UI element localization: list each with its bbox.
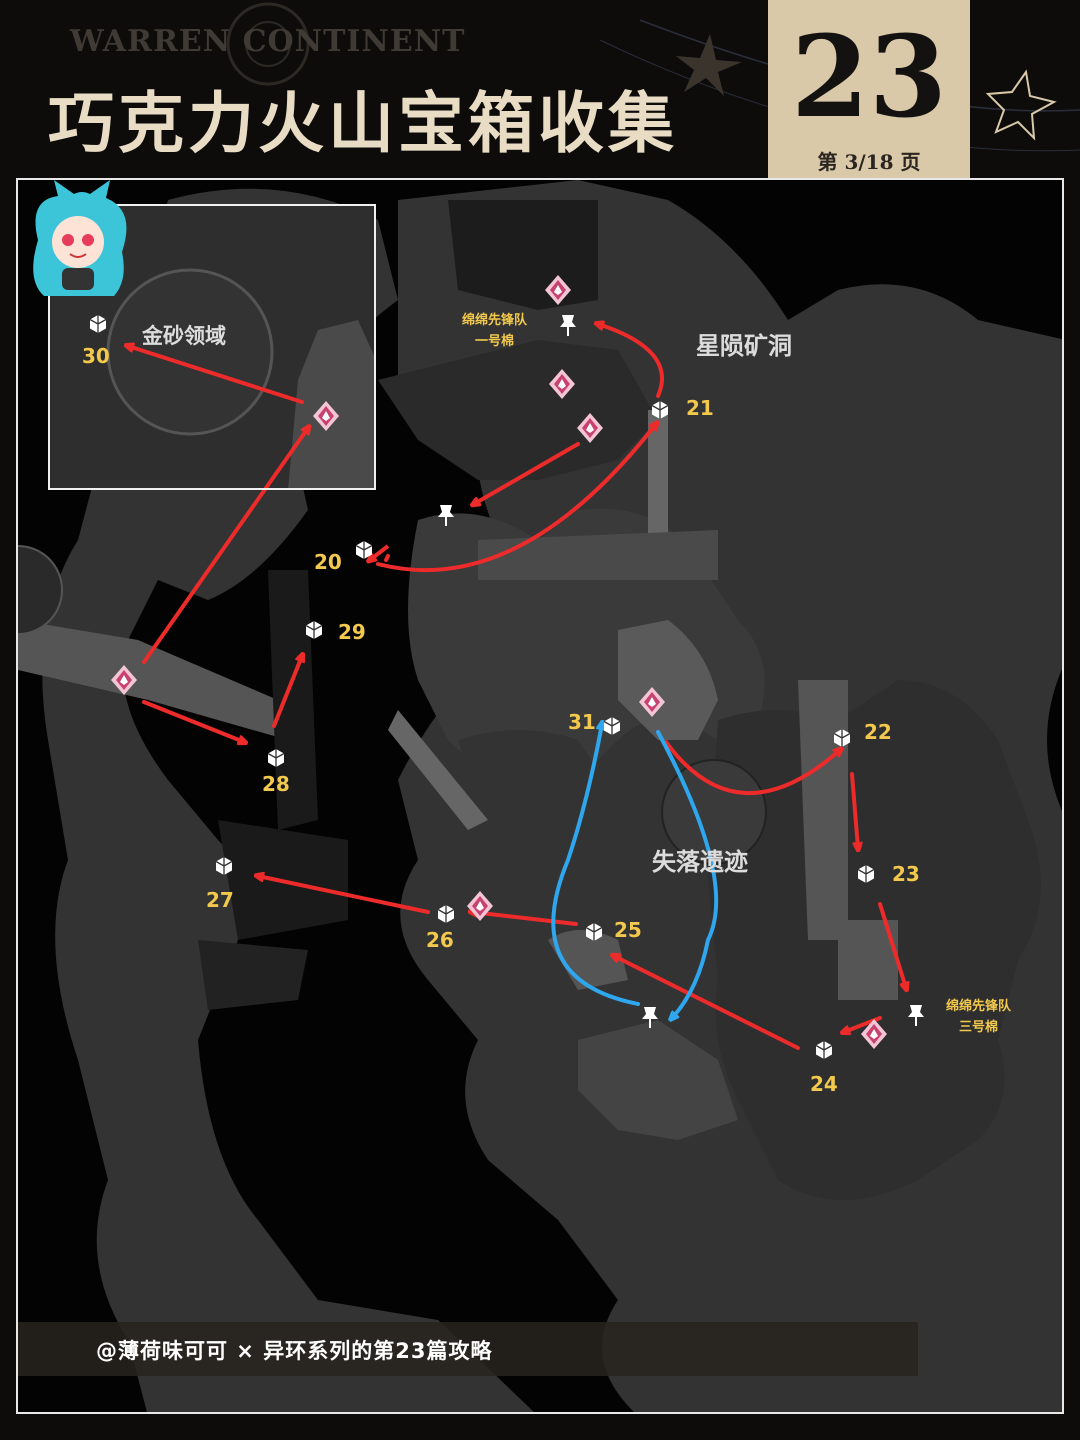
npc-label-vanguard-3: 绵绵先锋队 三号棉 <box>946 996 1011 1038</box>
chest-number-21: 21 <box>686 396 714 420</box>
star-outline-icon <box>985 69 1057 141</box>
star-icon <box>676 34 742 96</box>
chest-number-30: 30 <box>82 344 110 368</box>
footer-credit: @薄荷味可可 × 异环系列的第23篇攻略 <box>96 1339 493 1363</box>
issue-number: 23 <box>791 12 947 143</box>
page-title: 巧克力火山宝箱收集 <box>48 84 678 162</box>
chest-number-23: 23 <box>892 862 920 886</box>
npc-label-line: 三号棉 <box>959 1020 999 1035</box>
golden-sand-circle <box>106 268 274 436</box>
npc-label-vanguard-1: 绵绵先锋队 一号棉 <box>462 310 527 352</box>
npc-label-line: 绵绵先锋队 <box>946 999 1012 1014</box>
chest-number-24: 24 <box>810 1072 838 1096</box>
page-indicator: 第 3/18 页 <box>817 150 921 174</box>
region-label-golden-sand: 金砂领域 <box>142 324 226 348</box>
arrowhead-20 <box>370 544 390 560</box>
map-terrain <box>18 180 1062 1412</box>
chest-number-22: 22 <box>864 720 892 744</box>
chest-number-20: 20 <box>314 550 342 574</box>
route-blue <box>551 724 719 1018</box>
inset-map-frame <box>48 204 376 490</box>
mascot-avatar <box>33 180 127 296</box>
npc-label-line: 绵绵先锋队 <box>462 313 528 328</box>
route-red <box>128 324 906 1050</box>
map-canvas <box>18 180 1062 1412</box>
chest-number-26: 26 <box>426 928 454 952</box>
chest-number-28: 28 <box>262 772 290 796</box>
chest-number-31: 31 <box>568 710 596 734</box>
map-panel[interactable]: 星陨矿洞 失落遗迹 金砂领域 绵绵先锋队 一号棉 绵绵先锋队 三号棉 30 21… <box>16 178 1064 1414</box>
brand-logo-text: WARREN CONTINENT <box>70 24 466 59</box>
chest-number-27: 27 <box>206 888 234 912</box>
issue-badge: 23 第 3/18 页 <box>768 0 970 218</box>
chest-number-29: 29 <box>338 620 366 644</box>
chest-number-25: 25 <box>614 918 642 942</box>
region-label-meteor-cave: 星陨矿洞 <box>696 332 792 360</box>
npc-label-line: 一号棉 <box>475 334 515 349</box>
region-label-lost-ruins: 失落遗迹 <box>652 848 748 876</box>
footer-bar <box>18 1322 918 1376</box>
